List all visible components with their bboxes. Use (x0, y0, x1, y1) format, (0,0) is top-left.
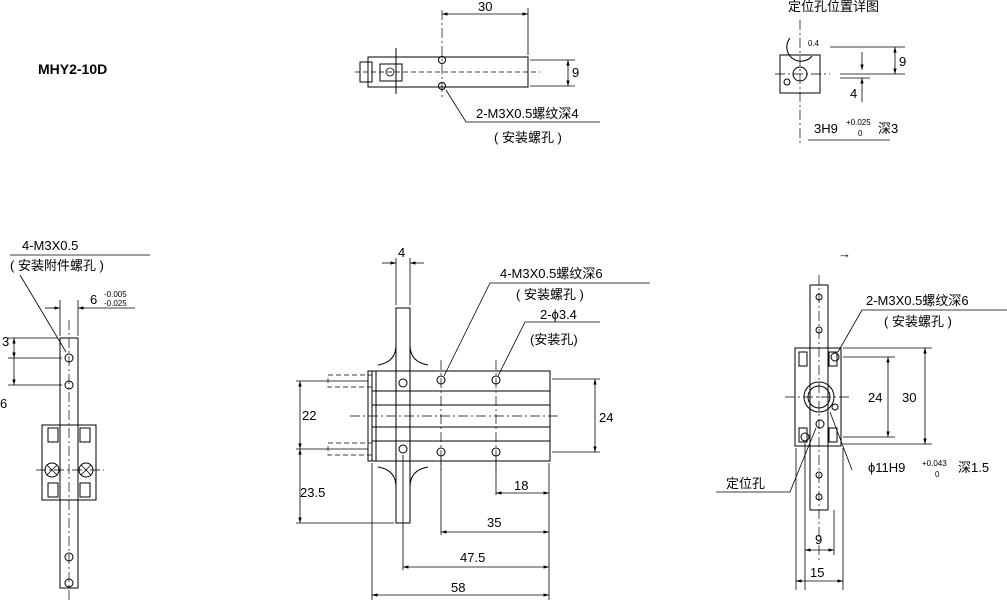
front-dim-35: 35 (487, 515, 501, 530)
top-slot (379, 63, 403, 82)
left-note-line2: ( 安装附件螺孔 ) (10, 258, 104, 273)
left-width-tol-lower: -0.025 (104, 299, 127, 308)
front-hole-note: 2-ϕ3.4 (540, 307, 577, 322)
detail-hole-tol-lower: 0 (858, 129, 863, 138)
right-thread-sub: ( 安装螺孔 ) (884, 314, 952, 329)
right-locating-bore (803, 381, 835, 413)
detail-dim-9: 9 (899, 54, 906, 69)
left-screw-hole-3 (64, 552, 74, 562)
front-dim-47-5: 47.5 (460, 550, 485, 565)
front-hole-sub: (安装孔) (530, 332, 578, 347)
right-dim-30: 30 (902, 390, 916, 405)
left-screw-hole-4 (64, 578, 74, 588)
left-dim-3: 3 (2, 334, 9, 349)
right-locating-label: 定位孔 (726, 476, 765, 491)
detail-hole-base: 3H9 (814, 121, 838, 136)
left-screw-hole-2 (64, 380, 74, 390)
top-screw-hole-2 (438, 82, 446, 90)
front-thread-note: 4-M3X0.5螺纹深6 (500, 266, 603, 281)
front-view: 4 4-M3X0.5螺纹深6 ( 安装螺孔 ) 2-ϕ3.4 (安装孔) 22 … (296, 245, 650, 600)
right-thread-note: 2-M3X0.5螺纹深6 (866, 293, 969, 308)
front-dim-23-5: 23.5 (300, 485, 325, 500)
front-dim-18: 18 (514, 478, 528, 493)
top-thread-note: 2-M3X0.5螺纹深4 (476, 106, 579, 121)
model-label: MHY2-10D (38, 61, 107, 77)
top-dim-9: 9 (572, 65, 579, 80)
top-screw-hole-1 (438, 56, 446, 64)
right-hole-depth: 深1.5 (958, 460, 989, 475)
right-dim-9: 9 (815, 532, 822, 547)
right-hole-base: ϕ11H9 (868, 460, 905, 475)
top-dim-30: 30 (478, 0, 492, 14)
right-view: → 2-M3X0.5螺纹深6 ( 安装螺孔 ) 24 30 定位孔 (716, 246, 1007, 590)
left-note-line1: 4-M3X0.5 (22, 238, 78, 253)
left-screw-hole-1 (64, 353, 74, 363)
right-dim-24: 24 (868, 390, 882, 405)
front-dim-22: 22 (302, 408, 316, 423)
right-hole-tol-upper: +0.043 (922, 459, 947, 468)
detail-dim-4: 4 (850, 86, 857, 101)
right-screw-hole-1 (830, 352, 840, 362)
detail-arc (786, 37, 813, 62)
front-dim-24: 24 (599, 410, 613, 425)
top-view: 30 9 2-M3X0.5螺纹深4 ( 安装螺孔 ) (355, 0, 600, 145)
detail-view: 定位孔位置详图 0.4 9 4 3H9 +0.025 0 深3 (775, 0, 906, 145)
right-dim-15: 15 (810, 565, 824, 580)
detail-hole-tol-upper: +0.025 (846, 118, 871, 127)
right-arrow: → (838, 246, 851, 261)
front-dim-4: 4 (398, 245, 405, 260)
left-view: 4-M3X0.5 ( 安装附件螺孔 ) 6 -0.005 -0.025 3 6 (0, 238, 150, 600)
left-width-base: 6 (90, 292, 97, 307)
left-width-tol-upper: -0.005 (104, 290, 127, 299)
front-thread-sub: ( 安装螺孔 ) (516, 287, 584, 302)
top-thread-sub: ( 安装螺孔 ) (494, 130, 562, 145)
right-screw-hole-2 (800, 432, 810, 442)
left-dim-6: 6 (0, 396, 7, 411)
detail-hole-depth: 深3 (878, 121, 898, 136)
detail-small-label: 0.4 (808, 39, 820, 48)
right-hole-tol-lower: 0 (935, 470, 940, 479)
detail-title: 定位孔位置详图 (788, 0, 879, 14)
front-dim-58: 58 (451, 580, 465, 595)
